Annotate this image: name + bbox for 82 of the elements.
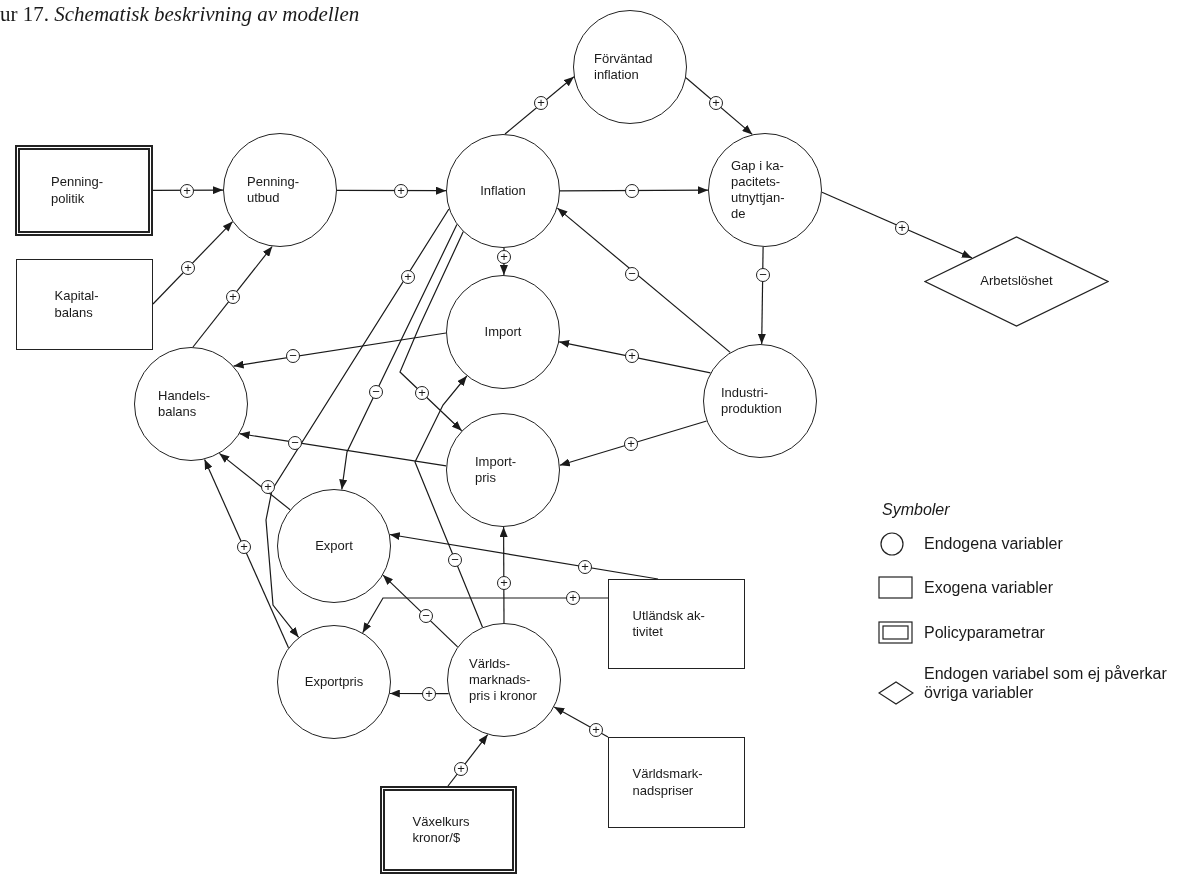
legend-label: Policyparametrar: [924, 623, 1046, 643]
edge-label: +: [415, 386, 429, 400]
edge-label: +: [180, 184, 194, 198]
arrow: [559, 420, 708, 467]
arrow: [821, 191, 973, 259]
edge-label: +: [589, 723, 603, 737]
variable-box: [608, 579, 745, 669]
legend-label: Exogena variabler: [924, 578, 1054, 598]
node-label: Penning- utbud: [247, 173, 301, 207]
arrow: [265, 208, 450, 638]
arrow: [389, 532, 659, 580]
edge-label: +: [237, 540, 251, 554]
arrow: [558, 339, 712, 374]
edge-label: −: [756, 268, 770, 282]
edge-label: +: [895, 221, 909, 235]
arrow: [414, 375, 484, 628]
node-label: Växelkurs kronor/$: [412, 813, 471, 847]
edge-label: +: [226, 290, 240, 304]
edge-label: −: [286, 349, 300, 363]
node-label: Inflation: [480, 182, 526, 200]
edge-label: −: [625, 267, 639, 281]
edge-label: +: [709, 96, 723, 110]
edge-label: +: [401, 270, 415, 284]
variable-box: [608, 737, 745, 828]
node-label: Arbetslöshet: [980, 273, 1053, 290]
arrow: [192, 245, 273, 348]
arrow: [556, 207, 731, 353]
edge-label: +: [578, 560, 592, 574]
arrow: [559, 186, 709, 195]
edge-label: +: [534, 96, 548, 110]
edge-label: −: [419, 609, 433, 623]
node-label: Import: [484, 323, 522, 341]
edge-label: +: [422, 687, 436, 701]
node-label: Kapital- balans: [54, 288, 100, 321]
node-label: Världs- marknads- pris i kronor: [469, 655, 538, 705]
node-label: Exportpris: [304, 673, 364, 691]
arrow: [399, 231, 464, 432]
arrow: [447, 734, 489, 787]
arrow: [218, 452, 291, 511]
arrow: [757, 246, 766, 345]
edge-label: −: [625, 184, 639, 198]
edge-label: −: [288, 436, 302, 450]
variable-box: [16, 259, 153, 350]
arrow: [382, 574, 459, 648]
arrow: [685, 77, 753, 135]
edge-label: +: [625, 349, 639, 363]
edge-label: +: [181, 261, 195, 275]
legend-label: Endogen variabel som ej påverkar övriga variabler: [924, 664, 1168, 703]
arrow: [504, 76, 575, 135]
node-label: Industri- produktion: [721, 384, 783, 418]
node-label: Handels- balans: [158, 387, 212, 421]
arrow: [239, 431, 447, 467]
arrow: [339, 224, 458, 491]
edge-label: +: [624, 437, 638, 451]
arrow: [233, 332, 447, 369]
arrow: [362, 597, 609, 634]
edge-label: −: [369, 385, 383, 399]
arrow: [336, 186, 447, 195]
edge-label: +: [454, 762, 468, 776]
edge-label: +: [261, 480, 275, 494]
edge-label: +: [497, 250, 511, 264]
node-label: Förväntad inflation: [594, 50, 654, 84]
variable-diamond: [924, 236, 1109, 327]
node-label: Export: [315, 537, 353, 555]
legend-label: Endogena variabler: [924, 534, 1064, 554]
node-label: Utländsk ak- tivitet: [632, 607, 706, 641]
edge-label: +: [566, 591, 580, 605]
arrow: [152, 221, 234, 305]
legend-heading: Symboler: [882, 500, 950, 520]
edge-label: +: [394, 184, 408, 198]
policy-box: [380, 786, 517, 874]
figure-title: ur 17. Schematisk beskrivning av modellen: [0, 2, 360, 27]
arrow: [553, 706, 609, 738]
node-label: Gap i ka- pacitets- utnyttjan- de: [731, 157, 786, 223]
edge-label: −: [448, 553, 462, 567]
node-label: Världsmark- nadspriser: [632, 766, 704, 799]
node-label: Import- pris: [475, 453, 518, 487]
arrow: [204, 458, 290, 649]
policy-box: [15, 145, 153, 236]
edge-label: +: [497, 576, 511, 590]
arrow: [499, 526, 508, 624]
node-label: Penning- politik: [51, 174, 105, 207]
